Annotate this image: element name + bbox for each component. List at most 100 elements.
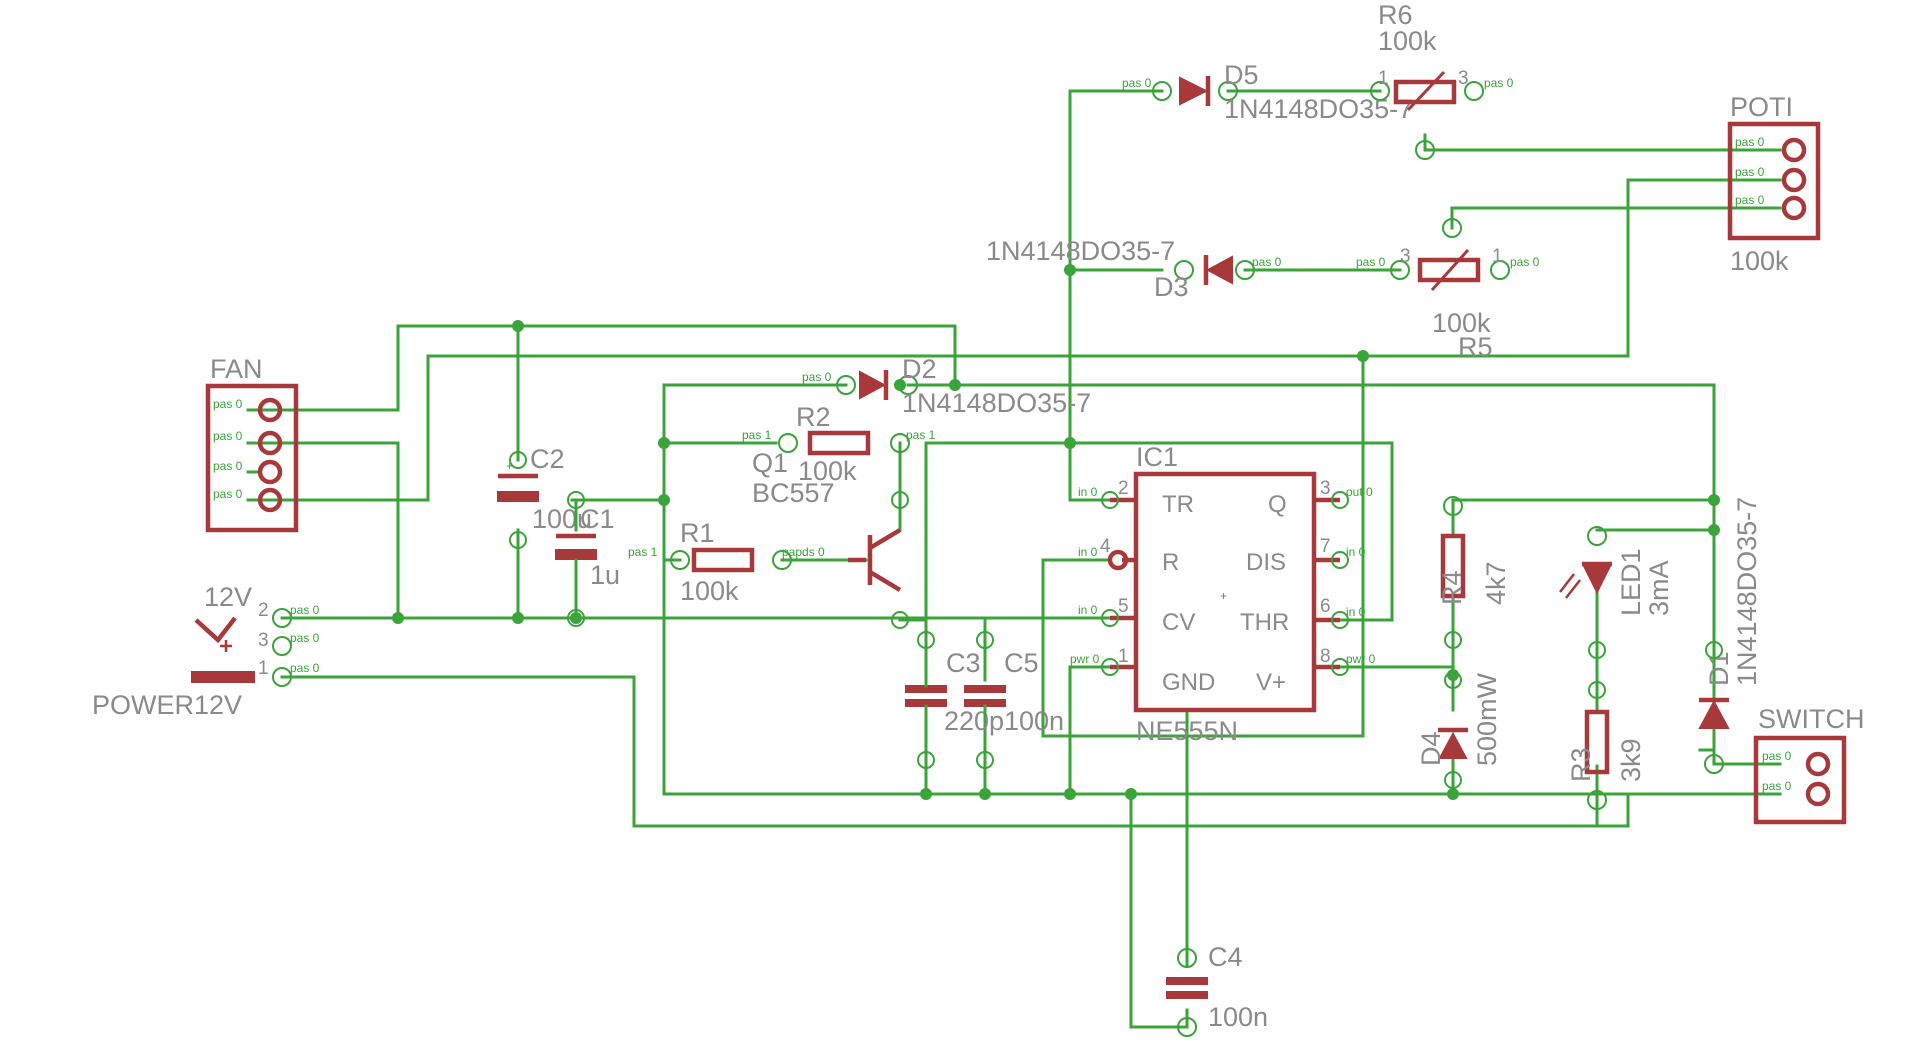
switch-pin-label: pas 0 [1762, 779, 1792, 793]
capacitor-c1: C1 1u [555, 498, 620, 620]
power-pin-label: pas 0 [290, 661, 320, 675]
d2-label: D2 [902, 354, 937, 384]
wire-ic-gnd [1068, 665, 1112, 796]
ic1-pin-label: in 0 [1078, 545, 1098, 559]
fan-pin-label: pas 0 [213, 429, 243, 443]
power-pin-number: 3 [258, 630, 269, 651]
r5-value: 100k [1432, 308, 1491, 338]
junction [512, 612, 524, 624]
fan-connector: FAN pas 0 pas 0 pas 0 pas 0 [205, 354, 299, 533]
q1-value: BC557 [752, 478, 835, 508]
power-label: POWER12V [92, 690, 242, 720]
d5-label: D5 [1224, 60, 1259, 90]
d3-value: 1N4148DO35-7 [986, 236, 1175, 266]
junction [658, 437, 670, 449]
r1-label: R1 [680, 518, 715, 548]
poti-connector: POTI 100k pas 0 pas 0 pas 0 [1727, 92, 1821, 276]
ic1-pin-number: 8 [1320, 646, 1331, 667]
ic1-pin-number: 2 [1118, 478, 1129, 499]
ic1-pin-label: in 0 [1346, 545, 1366, 559]
c4-value: 100n [1208, 1002, 1268, 1032]
q1-label: Q1 [752, 448, 788, 478]
power-pin-number: 2 [258, 600, 269, 621]
ic1-pin-vplus: V+ [1256, 669, 1286, 696]
power-pin-label: pas 0 [290, 603, 320, 617]
junction [392, 612, 404, 624]
ic1-pin-label: in 0 [1078, 485, 1098, 499]
r4-value: 4k7 [1481, 561, 1511, 605]
ic1-pin-q: Q [1268, 491, 1287, 518]
poti-label: POTI [1730, 92, 1793, 122]
diode-d4: D4 500mW [1416, 672, 1502, 766]
junction [949, 379, 961, 391]
r2-value: 100k [798, 456, 857, 486]
r6-pin-number: 1 [1378, 68, 1389, 89]
ic1-center-mark: + [1220, 589, 1227, 603]
r1-pin-label: papds 0 [782, 545, 825, 559]
power-voltage: 12V [204, 582, 252, 612]
wire-356 [426, 354, 1365, 738]
wire-d2-385 [662, 383, 682, 562]
c1-value: 1u [590, 560, 620, 590]
d5-pin-label: pas 0 [1122, 76, 1152, 90]
r2-label: R2 [796, 402, 831, 432]
power-pin-label: pas 0 [290, 631, 320, 645]
r5-pin-number: 3 [1400, 246, 1411, 267]
d3-label: D3 [1154, 272, 1189, 302]
d2-pin-label: pas 0 [802, 370, 832, 384]
ic1-pin-label: out 0 [1346, 485, 1373, 499]
r4-label: R4 [1437, 570, 1467, 605]
d2-value: 1N4148DO35-7 [902, 388, 1091, 418]
ic1-pin-cv: CV [1162, 609, 1195, 636]
c2-value: 100u [532, 504, 592, 534]
r3-label: R3 [1566, 747, 1596, 782]
r1-pin-label: pas 1 [628, 545, 658, 559]
d4-value: 500mW [1472, 672, 1502, 766]
led1-label: LED1 [1616, 548, 1646, 616]
junction [658, 494, 670, 506]
c1-label: C1 [580, 504, 615, 534]
wire-tr-net [1068, 268, 1112, 502]
r6-pin-number: 3 [1458, 68, 1469, 89]
ic1-pin-label: in 0 [1078, 603, 1098, 617]
poti-pin-label: pas 0 [1735, 193, 1765, 207]
diode-d1: D1 1N4148DO35-7 [1698, 497, 1762, 774]
power-pin-number: 1 [258, 658, 269, 679]
junction [1708, 494, 1720, 506]
switch-connector: SWITCH pas 0 pas 0 [1753, 704, 1864, 825]
switch-label: SWITCH [1758, 704, 1864, 734]
r5-pin-number: 1 [1492, 246, 1503, 267]
r5-pin-label: pas 0 [1356, 255, 1386, 269]
c5-value: 100n [1004, 706, 1064, 736]
c2-label: C2 [530, 444, 565, 474]
wire-poti-pin2 [1361, 178, 1782, 358]
potentiometer-r6: R6 100k 1 3 pas 0 [1370, 0, 1514, 160]
junction [920, 788, 932, 800]
fan-pin-label: pas 0 [213, 487, 243, 501]
r3-value: 3k9 [1616, 738, 1646, 782]
led-led1: LED1 3mA [1559, 526, 1674, 616]
switch-pin-label: pas 0 [1762, 749, 1792, 763]
ic1-pin-number: 6 [1320, 596, 1331, 617]
diode-d2: D2 1N4148DO35-7 pas 0 [802, 354, 1091, 418]
wire-gnd-main [662, 558, 1782, 796]
wire-poti-pin3-r5 [1450, 206, 1782, 230]
junction [1064, 437, 1076, 449]
resistor-r2: R2 100k pas 1 pas 1 [742, 402, 936, 486]
c5-label: C5 [1004, 648, 1039, 678]
ic1-ne555n: IC1 NE555N TR Q R DIS CV THR GND V+ + 2 … [1070, 442, 1376, 746]
ic1-pin-thr: THR [1240, 609, 1289, 636]
diode-d3: 1N4148DO35-7 D3 pas 0 [986, 236, 1282, 302]
ic1-pin-label: in 0 [1346, 605, 1366, 619]
resistor-r3: R3 3k9 [1566, 709, 1646, 810]
junction [979, 788, 991, 800]
junction [1708, 524, 1720, 536]
junction [1064, 264, 1076, 276]
c3-value: 220p [944, 706, 1004, 736]
r6-pin-label: pas 0 [1484, 76, 1514, 90]
d4-label: D4 [1416, 731, 1446, 766]
fan-pin-label: pas 0 [213, 459, 243, 473]
led1-value: 3mA [1644, 560, 1674, 616]
wire-q1-emitter [898, 618, 928, 642]
